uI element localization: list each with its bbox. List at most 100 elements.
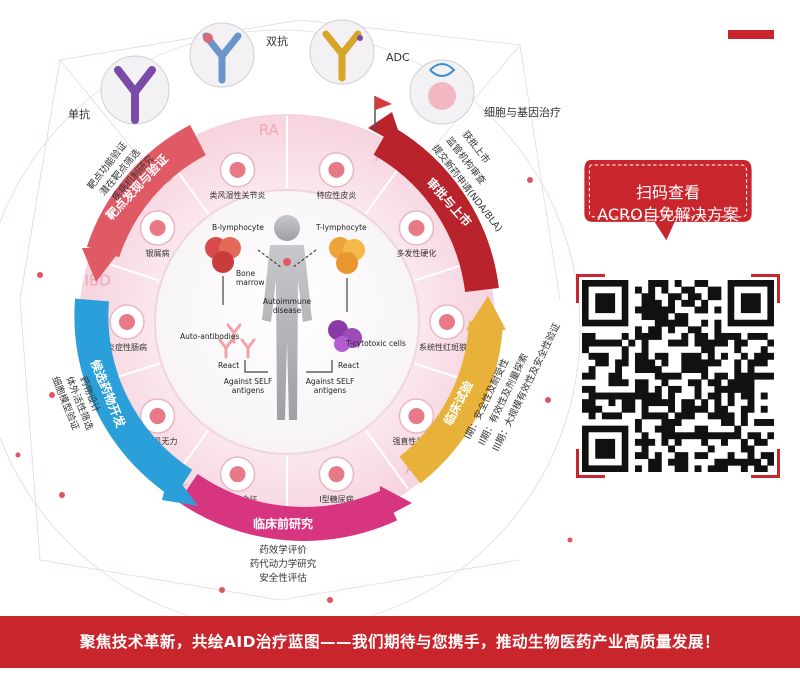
qr-module bbox=[615, 339, 623, 347]
qr-module bbox=[754, 419, 762, 426]
b-lymphocyte-label: B-lymphocyte bbox=[212, 223, 264, 232]
qr-module bbox=[608, 379, 616, 387]
cell-gene-therapy-label: 细胞与基因治疗 bbox=[484, 105, 561, 119]
qr-module bbox=[760, 352, 768, 360]
qr-module bbox=[641, 306, 649, 314]
preclinical-item-1: 药效学评价 bbox=[259, 544, 307, 556]
t-cytotoxic-icon bbox=[328, 320, 362, 352]
disease-icon-mark bbox=[328, 161, 345, 178]
qr-module bbox=[734, 425, 742, 433]
qr-module bbox=[721, 432, 728, 440]
qr-module bbox=[582, 399, 589, 407]
qr-module bbox=[601, 392, 609, 400]
qr-module bbox=[721, 372, 728, 380]
qr-module bbox=[727, 452, 735, 460]
qr-module bbox=[668, 419, 675, 426]
qr-module bbox=[608, 392, 616, 400]
qr-module bbox=[641, 293, 649, 301]
promo-text: 扫码查看 ACRO自免解决方案 bbox=[562, 182, 774, 226]
qr-module bbox=[641, 339, 649, 347]
qr-finder bbox=[595, 438, 616, 459]
qr-module bbox=[661, 432, 669, 440]
qr-module bbox=[648, 280, 656, 287]
preclinical-stage-arc bbox=[178, 473, 398, 541]
qr-module bbox=[621, 399, 629, 407]
qr-module bbox=[648, 299, 656, 307]
qr-module bbox=[714, 379, 722, 387]
disease-icon-mark bbox=[328, 466, 345, 483]
qr-module bbox=[681, 465, 689, 473]
qr-code-pattern bbox=[582, 280, 775, 473]
qr-module bbox=[621, 346, 629, 354]
qr-module bbox=[701, 306, 709, 314]
candidate-stage-arc bbox=[74, 298, 193, 499]
qr-module bbox=[747, 379, 755, 387]
qr-module bbox=[641, 392, 649, 400]
qr-module bbox=[641, 438, 649, 446]
qr-code[interactable] bbox=[576, 274, 780, 478]
qr-module bbox=[595, 359, 603, 367]
qr-module bbox=[694, 306, 702, 314]
qr-module bbox=[674, 280, 682, 287]
qr-module bbox=[641, 366, 649, 373]
qr-module bbox=[687, 366, 695, 373]
qr-module bbox=[648, 313, 656, 321]
qr-module bbox=[694, 379, 702, 387]
clinical-stage-arc bbox=[399, 320, 503, 484]
qr-module bbox=[674, 432, 682, 440]
qr-module bbox=[747, 458, 755, 466]
qr-module bbox=[601, 412, 609, 420]
qr-module bbox=[694, 352, 702, 360]
target-stage-arc bbox=[86, 124, 207, 258]
qr-module bbox=[654, 326, 662, 334]
qr-module bbox=[634, 326, 642, 334]
disease-icon-mark bbox=[149, 219, 166, 236]
qr-module bbox=[747, 392, 755, 400]
qr-module bbox=[681, 313, 689, 321]
qr-module bbox=[582, 372, 589, 380]
qr-module bbox=[641, 332, 649, 340]
qr-module bbox=[668, 326, 675, 334]
qr-module bbox=[654, 452, 662, 460]
qr-module bbox=[654, 299, 662, 307]
qr-module bbox=[588, 372, 596, 380]
qr-module bbox=[701, 399, 709, 407]
qr-module bbox=[760, 452, 768, 460]
qr-module bbox=[674, 458, 682, 466]
qr-module bbox=[582, 339, 589, 347]
qr-module bbox=[674, 412, 682, 420]
human-body-icon bbox=[262, 215, 312, 420]
qr-module bbox=[661, 352, 669, 360]
disease-icon-mark bbox=[439, 314, 455, 330]
qr-module bbox=[674, 419, 682, 426]
qr-module bbox=[701, 366, 709, 373]
qr-module bbox=[582, 405, 589, 413]
adc-label: ADC bbox=[386, 51, 410, 64]
qr-module bbox=[747, 385, 755, 393]
qr-module bbox=[727, 399, 735, 407]
qr-module bbox=[648, 293, 656, 301]
qr-module bbox=[747, 372, 755, 380]
qr-module bbox=[668, 405, 675, 413]
qr-module bbox=[754, 359, 762, 367]
qr-module bbox=[588, 352, 596, 360]
qr-module bbox=[595, 339, 603, 347]
qr-module bbox=[687, 379, 695, 387]
qr-module bbox=[687, 412, 695, 420]
qr-module bbox=[714, 432, 722, 440]
qr-module bbox=[674, 372, 682, 380]
qr-module bbox=[582, 346, 589, 354]
qr-module bbox=[734, 339, 742, 347]
qr-module bbox=[582, 332, 589, 340]
qr-module bbox=[681, 366, 689, 373]
qr-finder bbox=[595, 293, 616, 314]
qr-module bbox=[767, 352, 775, 360]
qr-module bbox=[681, 399, 689, 407]
qr-module bbox=[747, 366, 755, 373]
disease-name-sle: 系统性红斑狼疮 bbox=[419, 342, 475, 352]
qr-module bbox=[687, 352, 695, 360]
preclinical-arrowhead bbox=[380, 486, 412, 520]
qr-module bbox=[767, 452, 775, 460]
